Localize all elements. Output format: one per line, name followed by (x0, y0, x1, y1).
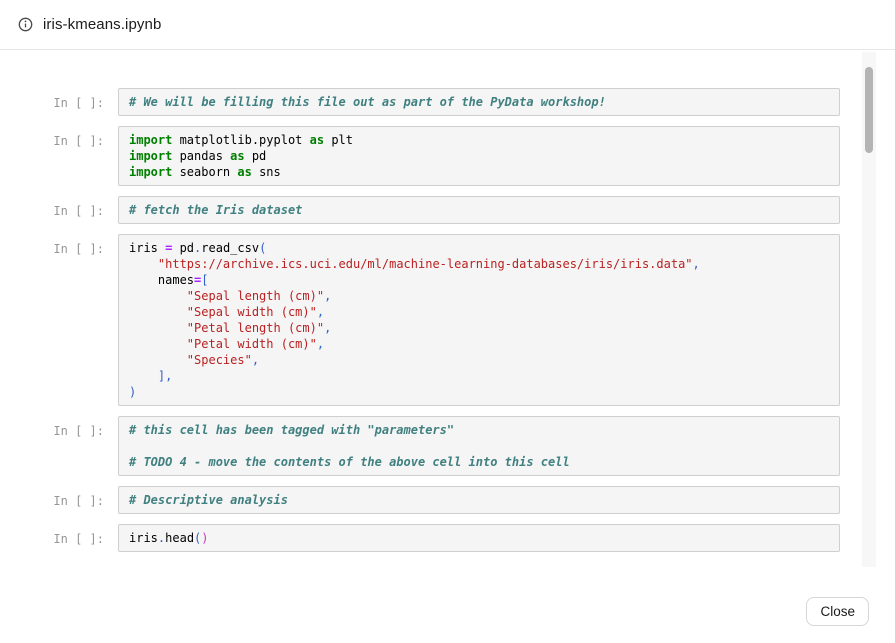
notebook-preview: In [ ]: # We will be filling this file o… (0, 51, 895, 567)
notebook-cells: In [ ]: # We will be filling this file o… (0, 88, 895, 552)
modal-footer: Close (0, 585, 895, 643)
code-line: # this cell has been tagged with "parame… (129, 423, 455, 437)
code-line: "Petal width (cm)", (186, 337, 325, 351)
scrollbar-thumb[interactable] (865, 67, 873, 153)
code-line: ) (129, 385, 137, 399)
code-line: "Sepal length (cm)", (186, 289, 332, 303)
code-line: import pandas as pd (129, 149, 267, 163)
cell-prompt: In [ ]: (53, 134, 104, 148)
cell-prompt: In [ ]: (53, 204, 104, 218)
close-button[interactable]: Close (806, 597, 869, 626)
code-line: "Petal length (cm)", (186, 321, 332, 335)
code-line: iris.head() (129, 531, 209, 545)
cell-code: # We will be filling this file out as pa… (118, 88, 840, 116)
cell-code: # fetch the Iris dataset (118, 196, 840, 224)
cell-code: # Descriptive analysis (118, 486, 840, 514)
cell-prompt: In [ ]: (53, 96, 104, 110)
cell-code: import matplotlib.pyplot as plt import pa… (118, 126, 840, 186)
scrollbar-track[interactable] (862, 52, 876, 567)
code-line: # We will be filling this file out as pa… (129, 95, 606, 109)
code-line: names=[ (129, 273, 209, 287)
code-line: # TODO 4 - move the contents of the abov… (129, 455, 570, 469)
cell-code: iris = pd.read_csv( "https://archive.ics… (118, 234, 840, 406)
code-line: ], (157, 369, 173, 383)
code-line: # fetch the Iris dataset (129, 203, 303, 217)
notebook-cell: In [ ]: # fetch the Iris dataset (0, 196, 895, 224)
notebook-cell: In [ ]: iris.head() (0, 524, 895, 552)
code-line: iris = pd.read_csv( (129, 241, 267, 255)
notebook-cell: In [ ]: iris = pd.read_csv( "https://arc… (0, 234, 895, 406)
info-circle-icon (18, 17, 33, 32)
cell-prompt: In [ ]: (53, 242, 104, 256)
code-line: # Descriptive analysis (129, 493, 288, 507)
code-line: import matplotlib.pyplot as plt (129, 133, 353, 147)
code-line (129, 438, 829, 454)
notebook-cell: In [ ]: # We will be filling this file o… (0, 88, 895, 116)
cell-prompt: In [ ]: (53, 424, 104, 438)
notebook-cell: In [ ]: # this cell has been tagged with… (0, 416, 895, 476)
code-line: import seaborn as sns (129, 165, 281, 179)
cell-code: iris.head() (118, 524, 840, 552)
modal-header: iris-kmeans.ipynb (0, 0, 895, 50)
cell-code: # this cell has been tagged with "parame… (118, 416, 840, 476)
notebook-cell: In [ ]: # Descriptive analysis (0, 486, 895, 514)
cell-prompt: In [ ]: (53, 494, 104, 508)
cell-prompt: In [ ]: (53, 532, 104, 546)
code-line: "https://archive.ics.uci.edu/ml/machine-… (157, 257, 700, 271)
notebook-title: iris-kmeans.ipynb (43, 16, 162, 33)
code-line: "Sepal width (cm)", (186, 305, 325, 319)
code-line: "Species", (186, 353, 260, 367)
